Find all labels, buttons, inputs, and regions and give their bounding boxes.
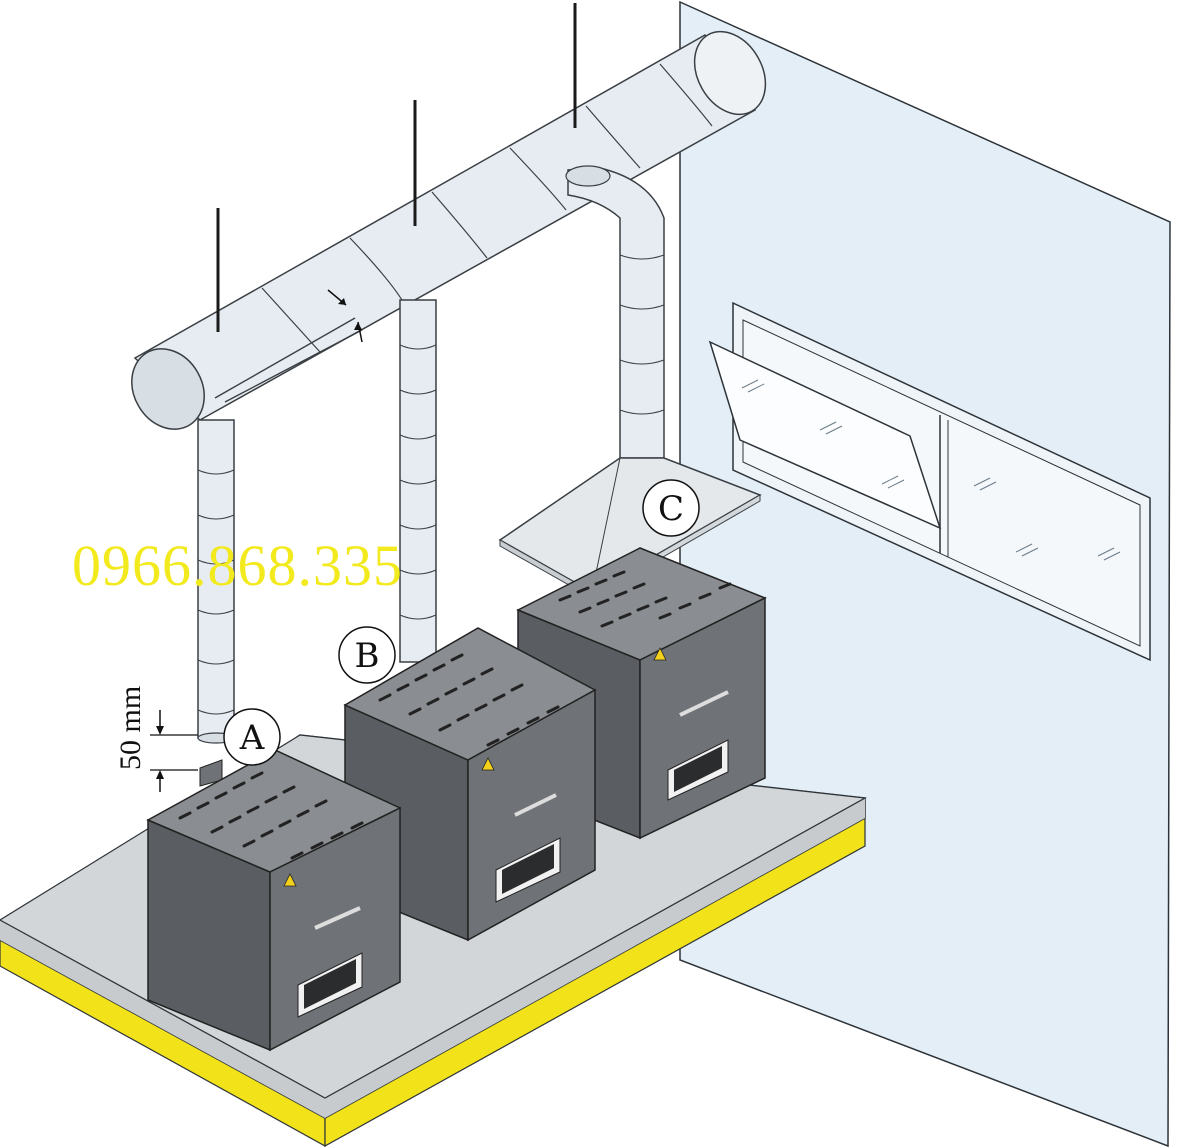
warning-triangle-icon bbox=[283, 873, 297, 887]
warning-triangle-icon bbox=[653, 647, 667, 661]
label-a-text: A bbox=[239, 718, 265, 758]
label-a: A bbox=[223, 708, 281, 766]
label-b: B bbox=[338, 626, 396, 684]
pipe-b bbox=[399, 299, 437, 663]
dimension-label: 50 mm bbox=[114, 686, 147, 770]
pipe-c bbox=[565, 165, 665, 459]
label-c-text: C bbox=[658, 489, 684, 529]
furnace-a bbox=[146, 749, 402, 1052]
window bbox=[708, 301, 1151, 662]
duct-hangers bbox=[216, 3, 577, 332]
watermark-phone: 0966.868.335 bbox=[72, 533, 403, 598]
warning-triangle-icon bbox=[481, 757, 495, 771]
pipe-a bbox=[197, 419, 235, 744]
dimension-50mm: 50 mm bbox=[114, 686, 198, 792]
label-b-text: B bbox=[355, 636, 380, 676]
main-duct bbox=[131, 30, 767, 430]
label-c: C bbox=[642, 479, 700, 537]
